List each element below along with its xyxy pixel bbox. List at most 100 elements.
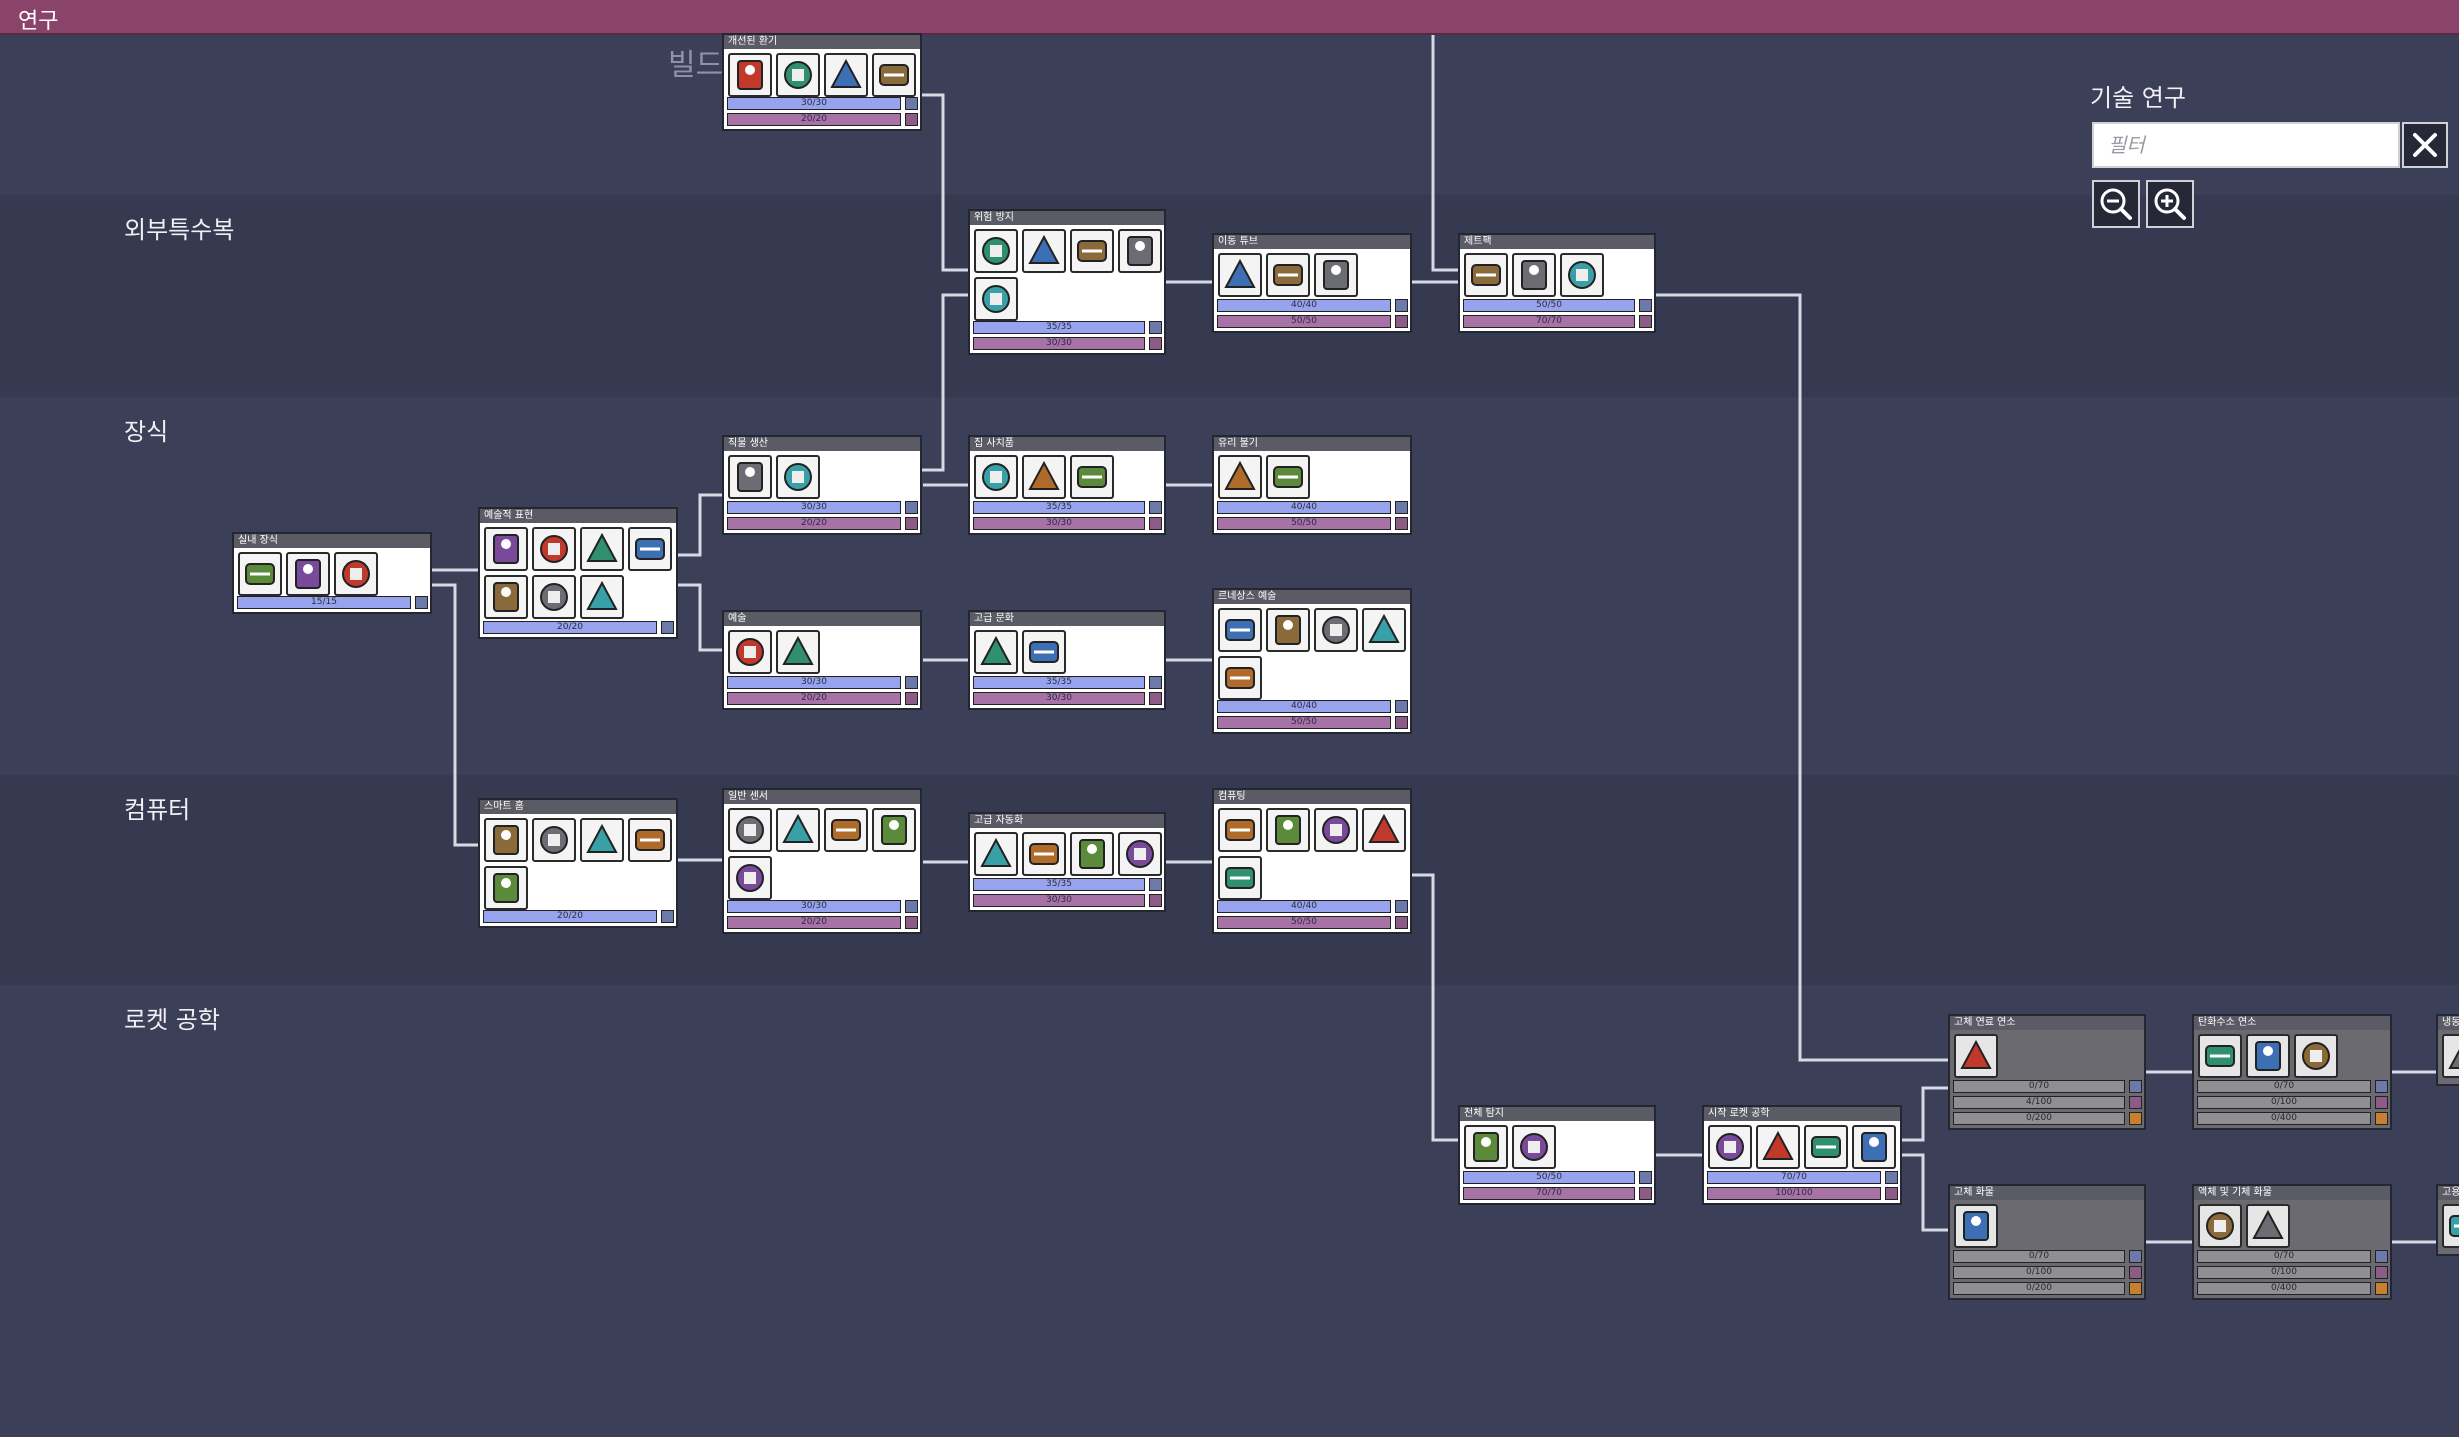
gate-not-icon[interactable] [1070, 832, 1114, 876]
metal-sculpture-icon[interactable] [1314, 608, 1358, 652]
wide-canvas-icon[interactable] [974, 630, 1018, 674]
research-station-icon[interactable] [1218, 808, 1262, 852]
atmo-suit-icon[interactable] [974, 229, 1018, 273]
jet-checkpoint-icon[interactable] [1560, 253, 1604, 297]
tall-sculpture-icon[interactable] [1022, 630, 1066, 674]
checkpoint-icon[interactable] [1118, 229, 1162, 273]
fuel-tank-icon[interactable] [2246, 1034, 2290, 1078]
liquid-bay-icon[interactable] [2198, 1204, 2242, 1248]
gate-or-icon[interactable] [1022, 832, 1066, 876]
bed-icon[interactable] [974, 455, 1018, 499]
vent-icon[interactable] [824, 53, 868, 97]
cryo-icon[interactable] [2442, 1034, 2459, 1078]
power-switch-icon[interactable] [484, 818, 528, 862]
sensor-green-icon[interactable] [776, 808, 820, 852]
textile-icon[interactable] [728, 455, 772, 499]
observatory-icon[interactable] [1512, 1125, 1556, 1169]
rifle-icon[interactable] [1756, 1125, 1800, 1169]
fan-icon[interactable] [872, 53, 916, 97]
gate-xor-icon[interactable] [1118, 832, 1162, 876]
pump-icon[interactable] [776, 53, 820, 97]
globe-icon[interactable] [1314, 808, 1358, 852]
flask-icon[interactable] [1218, 455, 1262, 499]
ice-icon[interactable] [484, 575, 528, 619]
canvas-icon[interactable] [728, 630, 772, 674]
loom-icon[interactable] [776, 455, 820, 499]
hanging-pot-icon[interactable] [580, 527, 624, 571]
sculpture-icon[interactable] [580, 575, 624, 619]
marble-icon[interactable] [776, 630, 820, 674]
filter-input[interactable] [2092, 122, 2400, 168]
telescope-icon[interactable] [1464, 1125, 1508, 1169]
zoom-out-button[interactable] [2092, 180, 2140, 228]
mirror-icon[interactable] [1070, 455, 1114, 499]
planter-icon[interactable] [628, 527, 672, 571]
plant-icon[interactable] [334, 552, 378, 596]
play-icon[interactable] [872, 808, 916, 852]
crystal-icon[interactable] [484, 527, 528, 571]
pedestal-icon[interactable] [532, 575, 576, 619]
pillar-icon[interactable] [1266, 808, 1310, 852]
fossil-icon[interactable] [1218, 656, 1262, 700]
petro-engine-icon[interactable] [2198, 1034, 2242, 1078]
signal-icon[interactable] [532, 818, 576, 862]
gate-and-icon[interactable] [974, 832, 1018, 876]
lamp-icon[interactable] [238, 552, 282, 596]
cargo-bay-icon[interactable] [1954, 1204, 1998, 1248]
wire-icon[interactable] [484, 866, 528, 910]
zoom-in-button[interactable] [2146, 180, 2194, 228]
gas-bay-icon[interactable] [2246, 1204, 2290, 1248]
solid-engine-icon[interactable] [1954, 1034, 1998, 1078]
tube-bridge-icon[interactable] [1314, 253, 1358, 297]
stone-tablet-icon[interactable] [1266, 608, 1310, 652]
tall-canvas-icon[interactable] [1218, 608, 1262, 652]
bath-icon[interactable] [1022, 455, 1066, 499]
window-icon[interactable] [1266, 455, 1310, 499]
moon-icon[interactable] [1362, 808, 1406, 852]
tube-icon[interactable] [1218, 253, 1262, 297]
jet-dock-icon[interactable] [1512, 253, 1556, 297]
dock-icon[interactable] [1070, 229, 1114, 273]
statue-icon[interactable] [286, 552, 330, 596]
tech-card-cryofuel[interactable]: 냉동 [2436, 1014, 2459, 1086]
plate-icon[interactable] [1022, 229, 1066, 273]
engine-icon[interactable] [1804, 1125, 1848, 1169]
gate-icon[interactable] [628, 818, 672, 862]
oxidizer-icon[interactable] [2294, 1034, 2338, 1078]
gantry-icon[interactable] [1852, 1125, 1896, 1169]
vase-icon[interactable] [1362, 608, 1406, 652]
jet-suit-icon[interactable] [1464, 253, 1508, 297]
sensor-teal-icon[interactable] [824, 808, 868, 852]
tech-card-solid-space[interactable]: 고용 [2436, 1184, 2459, 1256]
tube-access-icon[interactable] [1266, 253, 1310, 297]
telescope-pad-icon[interactable] [1218, 856, 1262, 900]
space-icon[interactable] [2442, 1204, 2459, 1248]
locker-icon[interactable] [974, 277, 1018, 321]
ventilator-icon[interactable] [728, 53, 772, 97]
sensor-red-icon[interactable] [728, 808, 772, 852]
battery-icon[interactable] [580, 818, 624, 862]
command-module-icon[interactable] [1708, 1125, 1752, 1169]
atmo-sensor-icon[interactable] [728, 856, 772, 900]
